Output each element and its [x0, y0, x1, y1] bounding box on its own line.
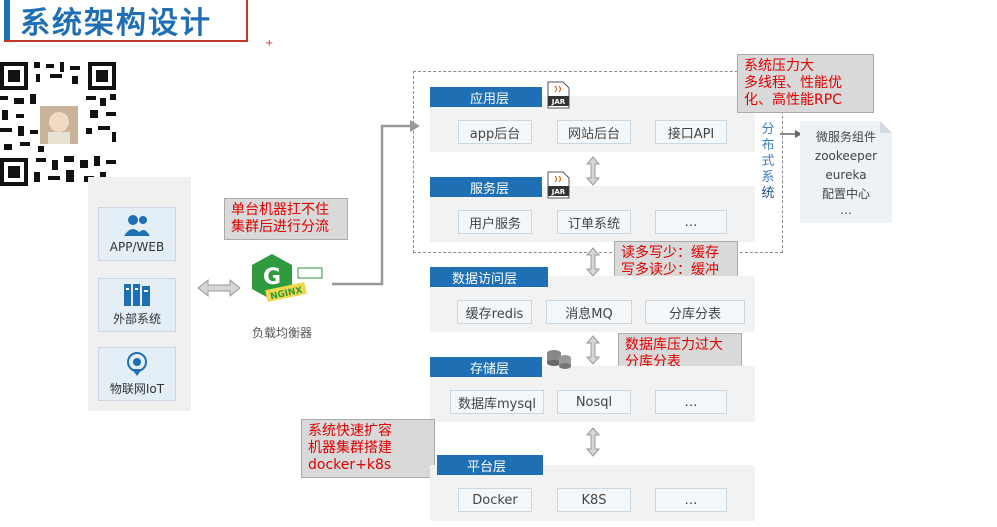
data-access-layer-tab: 数据访问层 [430, 267, 548, 287]
service-layer-tab: 服务层 [430, 177, 542, 197]
client-label-iot: 物联网IoT [109, 381, 165, 396]
service-layer-item-2: 订单系统 [557, 210, 631, 234]
microservice-doc-line-5: … [840, 203, 852, 217]
client-card-iot: 物联网IoT [98, 347, 176, 401]
vertical-arrow-data-storage [585, 335, 601, 365]
app-layer-item-2: 网站后台 [557, 120, 631, 144]
jar-label-app: JAR [551, 98, 566, 106]
page-title: 系统架构设计 [20, 6, 212, 41]
note-system-pressure: 系统压力大 多线程、性能优 化、高性能RPC [737, 54, 874, 113]
note-cache-line-1: 读多写少：缓存 [621, 245, 719, 261]
client-label-external-system: 外部系统 [112, 311, 161, 326]
client-card-external-system: 外部系统 [98, 278, 176, 332]
vertical-arrow-storage-platform [585, 427, 601, 457]
note-system-pressure-line-3: 化、高性能RPC [744, 92, 842, 108]
vertical-arrow-app-service [585, 156, 601, 186]
jar-label-service: JAR [551, 188, 566, 196]
data-access-item-2: 消息MQ [546, 300, 632, 324]
microservice-doc-line-3: eureka [825, 168, 867, 182]
nginx-logo-icon: G NGINX [252, 254, 323, 302]
service-layer-item-1: 用户服务 [458, 210, 532, 234]
server-rack-icon [124, 283, 150, 306]
data-access-item-3: 分库分表 [645, 300, 745, 324]
distributed-system-boundary [413, 71, 783, 253]
data-access-item-1: 缓存redis [457, 300, 532, 324]
note-scaling-line-3: docker+k8s [308, 457, 392, 473]
app-layer-tab: 应用层 [430, 87, 542, 107]
note-cache-line-2: 写多读少：缓冲 [621, 262, 719, 278]
note-scaling: 系统快速扩容 机器集群搭建 docker+k8s [301, 419, 435, 478]
platform-item-3: … [655, 488, 727, 512]
note-nginx-line-1: 单台机器扛不住 [231, 202, 329, 218]
distributed-system-label: 分 布 式 系 统 [760, 122, 776, 202]
jar-file-icon-service: JAR [547, 171, 570, 199]
storage-item-1: 数据库mysql [450, 390, 544, 414]
service-layer-item-3: … [655, 210, 727, 234]
dist-char-3: 式 [761, 154, 775, 169]
dist-char-5: 统 [761, 186, 775, 201]
dist-char-1: 分 [761, 122, 775, 137]
storage-item-2: Nosql [557, 390, 631, 414]
iot-location-icon [127, 351, 147, 376]
microservice-doc-line-1: 微服务组件 [815, 130, 876, 144]
cursor-plus-mark: + [265, 38, 274, 49]
note-system-pressure-line-1: 系统压力大 [744, 58, 814, 74]
microservice-arrow [780, 130, 802, 138]
load-balancer-label: 负载均衡器 [252, 326, 313, 340]
qr-code-image [0, 60, 118, 188]
dist-char-4: 系 [761, 170, 775, 185]
database-stack-icon [547, 350, 571, 369]
jar-file-icon-app: JAR [547, 81, 570, 109]
title-accent-bar [4, 0, 10, 40]
platform-item-1: Docker [458, 488, 532, 512]
microservice-doc: 微服务组件 zookeeper eureka 配置中心 … [800, 128, 892, 216]
note-scaling-line-2: 机器集群搭建 [308, 440, 392, 456]
storage-layer-tab: 存储层 [430, 357, 542, 377]
microservice-doc-line-4: 配置中心 [821, 187, 870, 201]
nginx-to-app-arrow [332, 120, 420, 286]
microservice-doc-line-2: zookeeper [814, 149, 878, 163]
microservice-doc-shape [800, 121, 892, 223]
app-layer-item-3: 接口API [655, 120, 727, 144]
note-scaling-line-1: 系统快速扩容 [308, 423, 392, 439]
bidirectional-arrow-icon [197, 278, 241, 298]
note-db-pressure-line-1: 数据库压力过大 [625, 337, 723, 353]
client-card-app-web: APP/WEB [98, 207, 176, 261]
users-icon [124, 215, 150, 236]
client-label-app-web: APP/WEB [109, 240, 165, 254]
vertical-arrow-service-data [585, 247, 601, 277]
platform-layer-tab: 平台层 [437, 455, 543, 475]
note-nginx-cluster: 单台机器扛不住 集群后进行分流 [224, 198, 348, 240]
note-nginx-line-2: 集群后进行分流 [231, 219, 329, 235]
title-box: 系统架构设计 [4, 0, 248, 42]
dist-char-2: 布 [761, 138, 775, 153]
note-system-pressure-line-2: 多线程、性能优 [744, 75, 842, 91]
platform-item-2: K8S [557, 488, 631, 512]
storage-item-3: … [655, 390, 727, 414]
svg-text:G: G [263, 265, 281, 290]
app-layer-item-1: app后台 [458, 120, 532, 144]
